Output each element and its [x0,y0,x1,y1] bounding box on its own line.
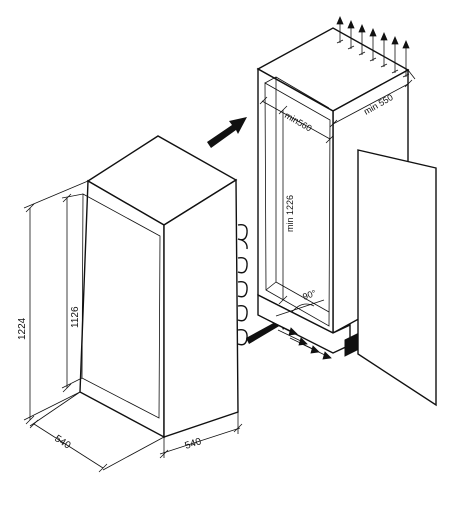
dimension-height-1126: 1126 [61,193,84,393]
depth-540-label: 540 [184,436,204,452]
angle-90-marker: 90° [275,288,325,317]
appliance-side [163,178,239,438]
appliance [79,135,239,439]
ventilation-inlet-arrows-icon [267,319,332,360]
plinth-block [344,333,358,357]
angle-90-label: 90° [301,288,318,302]
niche-height-label: min 1226 [285,195,295,232]
width-540-label: 540 [52,433,72,452]
appliance-door [81,193,161,419]
height-1126-label: 1126 [70,306,81,328]
cabinet-door-panel [357,149,437,407]
ventilation-arrows-icon [336,15,410,78]
dimension-height-1224: 1224 [17,180,89,425]
niche-opening [264,82,331,327]
dimension-niche-height: min 1226 [278,105,295,305]
dimension-depth-540: 540 [159,412,243,459]
height-1224-label: 1224 [17,317,28,340]
condenser-coil-icon [237,223,248,346]
insert-arrow-icon [207,117,247,148]
